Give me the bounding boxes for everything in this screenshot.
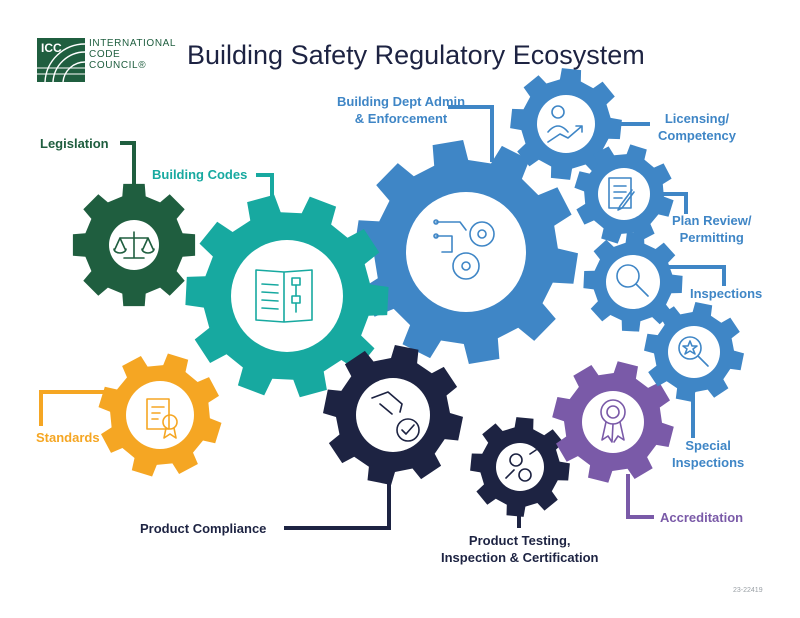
gear-inspections-hub xyxy=(606,255,660,309)
gear-building-dept xyxy=(354,140,578,364)
gear-building-dept-hub xyxy=(406,192,526,312)
gear-product-compliance xyxy=(323,345,463,485)
logo-line-1: INTERNATIONAL xyxy=(89,38,177,49)
document-pen-icon xyxy=(608,177,635,211)
gear-accreditation xyxy=(552,361,674,483)
magnifier-star-icon xyxy=(678,336,709,367)
gear-product-testing xyxy=(470,417,570,517)
logo-wordmark: INTERNATIONAL CODE COUNCIL® xyxy=(89,38,176,71)
gear-plan-review-hub xyxy=(598,168,650,220)
connector-inspections xyxy=(666,265,726,286)
gear-product-testing-hub xyxy=(496,443,544,491)
label-plan-review: Plan Review/ Permitting xyxy=(672,213,752,245)
gear-licensing-hub xyxy=(537,95,595,153)
icc-logo: ICC INTERNATIONAL CODE COUNCIL® xyxy=(37,38,177,82)
person-growth-chart-icon xyxy=(547,105,583,143)
connector-product-compliance xyxy=(284,468,391,530)
scales-of-justice-icon xyxy=(113,231,155,259)
label-building-dept: Building Dept Admin & Enforcement xyxy=(337,94,466,126)
label-building-codes: Building Codes xyxy=(152,167,248,182)
svg-text:ICC: ICC xyxy=(41,41,62,55)
certificate-badge-icon xyxy=(146,398,178,439)
label-product-compliance: Product Compliance xyxy=(140,521,267,536)
connected-gears-icon xyxy=(505,449,537,482)
gear-standards-hub xyxy=(126,381,194,449)
circuit-gears-icon xyxy=(433,219,495,280)
label-accreditation: Accreditation xyxy=(660,510,744,525)
page-title: Building Safety Regulatory Ecosystem xyxy=(187,40,645,70)
magnifying-glass-icon xyxy=(616,264,649,297)
gear-standards xyxy=(98,353,222,477)
connector-building-dept xyxy=(448,105,494,162)
connector-plan-review xyxy=(656,192,688,214)
label-legislation: Legislation xyxy=(40,136,109,151)
label-standards: Standards xyxy=(36,430,100,445)
logo-line-3: COUNCIL® xyxy=(89,60,147,71)
logo-line-2: CODE xyxy=(89,49,121,60)
gear-product-compliance-hub xyxy=(356,378,430,452)
gear-building-codes xyxy=(185,194,389,398)
label-special-inspections: Special Inspections xyxy=(672,438,745,470)
label-product-testing: Product Testing, Inspection & Certificat… xyxy=(441,533,599,565)
connector-accreditation xyxy=(626,474,654,519)
award-ribbon-icon xyxy=(600,399,626,443)
gear-building-codes-hub xyxy=(231,240,343,352)
label-inspections: Inspections xyxy=(690,286,763,301)
globe-logo-icon: ICC xyxy=(37,38,85,82)
gear-accreditation-hub xyxy=(582,391,644,453)
product-checkmark-icon xyxy=(371,391,420,442)
gear-licensing xyxy=(510,68,622,180)
label-licensing: Licensing/ Competency xyxy=(658,111,737,143)
code-book-flowchart-icon xyxy=(255,269,313,323)
document-number: 23-22419 xyxy=(733,587,763,594)
gear-plan-review xyxy=(574,144,674,244)
